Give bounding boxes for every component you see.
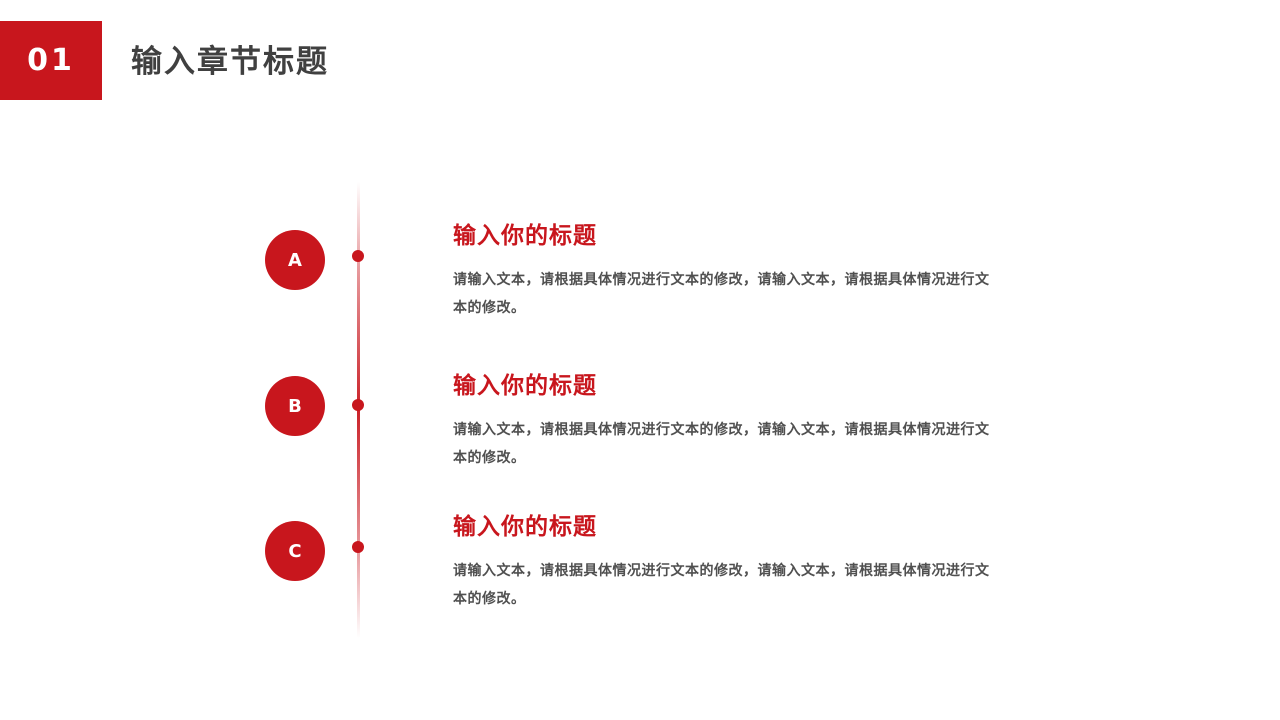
badge-a: A (265, 230, 325, 290)
badge-b-label: B (288, 395, 302, 417)
section-number-box: 01 (0, 21, 102, 100)
badge-b: B (265, 376, 325, 436)
badge-a-label: A (288, 249, 302, 271)
section-number: 01 (27, 43, 75, 78)
section-title: 输入章节标题 (131, 44, 329, 80)
item-b-title: 输入你的标题 (453, 373, 597, 399)
timeline-dot-b (352, 399, 364, 411)
item-a-title: 输入你的标题 (453, 223, 597, 249)
item-c-title: 输入你的标题 (453, 514, 597, 540)
timeline-dot-c (352, 541, 364, 553)
timeline-dot-a (352, 250, 364, 262)
badge-c-label: C (288, 540, 302, 562)
item-c-body: 请输入文本，请根据具体情况进行文本的修改，请输入文本，请根据具体情况进行文本的修… (453, 563, 990, 607)
item-a-body: 请输入文本，请根据具体情况进行文本的修改，请输入文本，请根据具体情况进行文本的修… (453, 272, 990, 316)
item-b-body: 请输入文本，请根据具体情况进行文本的修改，请输入文本，请根据具体情况进行文本的修… (453, 422, 990, 466)
badge-c: C (265, 521, 325, 581)
